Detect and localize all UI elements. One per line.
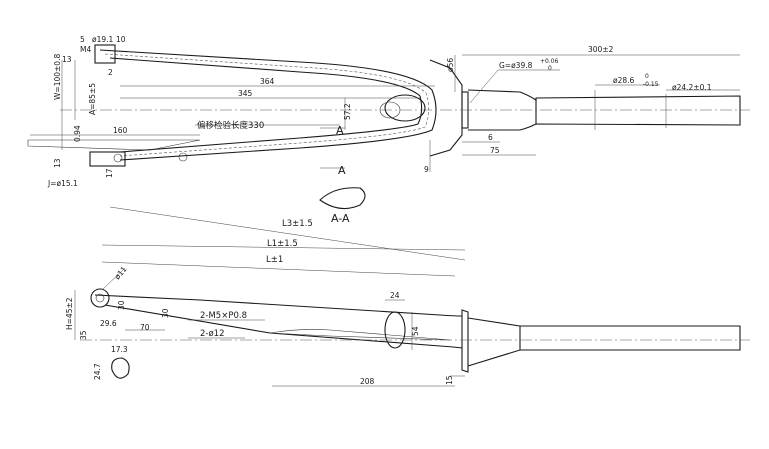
label-length-note: 偏移检验长度330 (197, 120, 264, 131)
blade-top-edge (94, 294, 463, 317)
label-d12: 2-ø12 (200, 329, 225, 339)
label-208: 208 (360, 377, 375, 386)
blade-section-ellipse (384, 311, 406, 349)
label-24: 24 (390, 291, 400, 300)
section-shape (319, 187, 366, 210)
label-364: 364 (260, 77, 275, 86)
steerer-side (467, 317, 741, 367)
label-54: 54 (411, 326, 420, 336)
label-5: 5 (80, 35, 85, 44)
boss-bottom (178, 152, 188, 162)
steerer-tube (467, 89, 741, 131)
dropout-bottom (89, 151, 126, 167)
dim-l1-line (101, 244, 466, 251)
label-l: L±1 (266, 255, 283, 265)
label-345: 345 (238, 89, 253, 98)
label-30a: 30 (117, 300, 126, 310)
label-g: G=ø39.8 (499, 61, 533, 70)
label-d11: ø11 (113, 264, 129, 281)
label-17: 17 (105, 168, 114, 178)
label-10: 10 (116, 35, 126, 44)
label-29: 29.6 (100, 319, 117, 328)
label-75: 75 (490, 146, 500, 155)
label-d19: ø19.1 (92, 35, 114, 44)
label-160: 160 (113, 126, 128, 135)
section-marker-a-top: A (336, 124, 344, 137)
label-15: 15 (445, 375, 454, 385)
label-g-tol-dn: 0 (548, 65, 552, 72)
label-m5: 2-M5×P0.8 (200, 311, 247, 321)
label-6: 6 (488, 133, 493, 142)
label-300: 300±2 (588, 45, 614, 54)
label-g-tol-up: +0.06 (540, 58, 559, 65)
label-286: ø28.6 (613, 76, 635, 85)
reference-plate (27, 139, 201, 151)
label-9: 9 (424, 165, 429, 174)
fork-blade-hidden (104, 53, 430, 157)
label-286-tol-dn: -0.15 (643, 81, 659, 88)
section-a-a: A-A (319, 187, 366, 225)
dropout-side (90, 288, 110, 308)
label-70: 70 (140, 323, 150, 332)
dropout-top (94, 44, 116, 64)
label-j: J=ø15.1 (47, 179, 78, 188)
label-w: W=100±0.8 (53, 54, 62, 100)
blade-bottom-edge (104, 304, 463, 349)
dim-d11-leader (101, 267, 126, 291)
label-56: ø56 (446, 58, 455, 72)
axle-bottom (113, 153, 123, 163)
label-17-3: 17.3 (111, 345, 128, 354)
blade-slot (269, 329, 451, 341)
crown-ellipse (384, 94, 426, 122)
dropout-hole (95, 293, 105, 303)
dim-l-line (101, 261, 456, 277)
label-242: ø24.2±0.1 (672, 83, 712, 92)
label-m4: M4 (80, 45, 91, 54)
dim-g-leader (469, 69, 499, 104)
crown-side (461, 309, 469, 373)
section-label: A-A (331, 212, 350, 225)
label-2: 2 (108, 68, 113, 77)
label-24-7: 24.7 (93, 363, 102, 380)
crown (429, 59, 463, 157)
label-286-tol-up: 0 (645, 73, 649, 80)
label-30b: 30 (161, 308, 170, 318)
label-57: 57.2 (343, 103, 352, 120)
label-a: A=85±5 (88, 83, 97, 115)
label-094: 0.94 (73, 125, 82, 142)
dim-l3-line (109, 206, 466, 261)
top-view: ø19.1 10 5 M4 13 2 364 345 160 偏移检验长度330… (27, 35, 750, 188)
label-l1: L1±1.5 (267, 239, 298, 249)
crown-hole (379, 101, 401, 119)
section-marker-a-bottom: A (338, 164, 346, 177)
label-35: 35 (79, 330, 88, 340)
label-13b: 13 (53, 158, 62, 168)
fork-blade-inner (109, 57, 423, 153)
label-h: H=45±2 (65, 297, 74, 330)
side-view: L3±1.5 L1±1.5 L±1 ø11 H=45±2 35 30 29.6 … (65, 206, 750, 387)
small-section (111, 357, 130, 379)
label-l3: L3±1.5 (282, 219, 313, 229)
label-13a: 13 (62, 55, 72, 64)
